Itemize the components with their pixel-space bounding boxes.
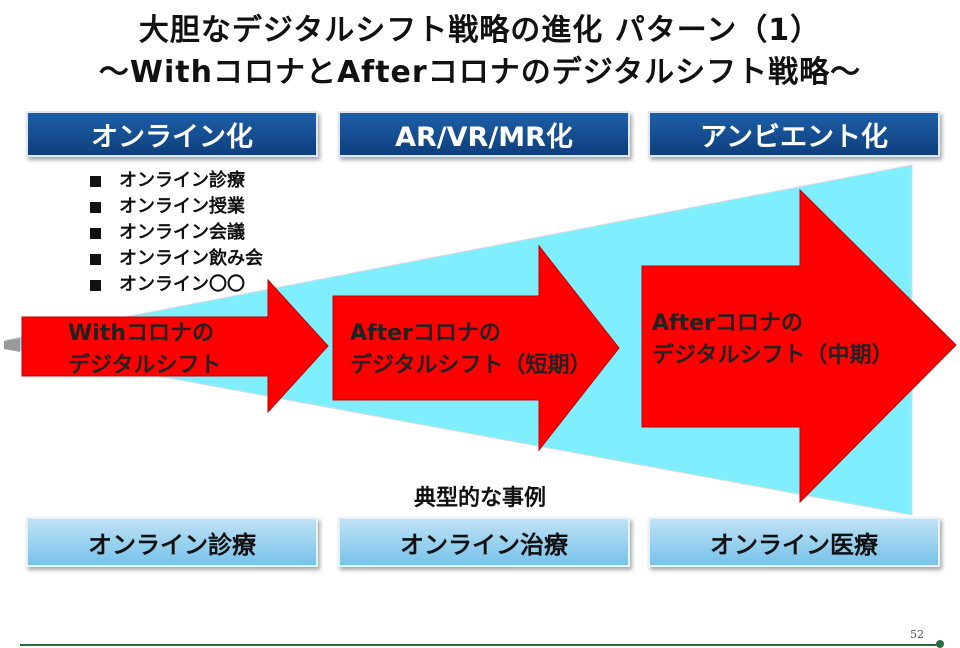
- page-number: 52: [910, 628, 924, 641]
- list-item-label: オンライン〇〇: [119, 274, 245, 295]
- arrow-label-line1: Afterコロナの: [350, 321, 501, 346]
- wedge-tip-shadow: [4, 338, 20, 352]
- arrow-with-corona: [21, 278, 329, 414]
- square-bullet-icon: [90, 175, 101, 187]
- example-label: オンライン治療: [400, 530, 568, 559]
- header-online: オンライン化: [26, 111, 318, 157]
- arrow-with-corona-label: Withコロナの デジタルシフト: [68, 318, 222, 382]
- header-ar-vr-mr: AR/VR/MR化: [338, 111, 630, 157]
- square-bullet-icon: [90, 201, 101, 213]
- online-items-list: オンライン診療 オンライン授業 オンライン会議 オンライン飲み会 オンライン〇〇: [90, 168, 263, 298]
- header-ambient: アンビエント化: [648, 111, 940, 157]
- list-item: オンライン診療: [90, 168, 263, 194]
- arrow-after-corona-mid: [641, 188, 957, 504]
- header-online-label: オンライン化: [91, 121, 253, 153]
- list-item-label: オンライン診療: [119, 170, 245, 191]
- list-item-label: オンライン会議: [119, 222, 245, 243]
- example-label: オンライン医療: [710, 530, 878, 559]
- examples-caption: 典型的な事例: [413, 486, 546, 511]
- arrow-after-corona-mid-label: Afterコロナの デジタルシフト（中期）: [652, 308, 894, 372]
- list-item: オンライン〇〇: [90, 272, 263, 298]
- arrow-label-line2: デジタルシフト: [68, 353, 222, 378]
- example-online-medicine: オンライン医療: [648, 517, 940, 567]
- arrow-label-line1: Withコロナの: [68, 321, 214, 346]
- arrow-label-line2: デジタルシフト（中期）: [652, 343, 894, 368]
- example-online-treatment: オンライン治療: [338, 517, 630, 567]
- arrow-after-corona-short: [332, 244, 620, 452]
- square-bullet-icon: [90, 227, 101, 239]
- list-item-label: オンライン授業: [119, 196, 245, 217]
- square-bullet-icon: [90, 253, 101, 265]
- arrow-label-line2: デジタルシフト（短期）: [350, 353, 592, 378]
- page-title-line1: 大胆なデジタルシフト戦略の進化 パターン（1）: [138, 13, 822, 48]
- footer-divider: [20, 644, 940, 646]
- arrow-label-line1: Afterコロナの: [652, 311, 803, 336]
- footer-dot-icon: [936, 640, 944, 648]
- header-ar-vr-mr-label: AR/VR/MR化: [395, 121, 573, 153]
- arrow-after-corona-short-label: Afterコロナの デジタルシフト（短期）: [350, 318, 592, 382]
- page-subtitle: 〜WithコロナとAfterコロナのデジタルシフト戦略〜: [98, 55, 862, 90]
- example-online-consultation: オンライン診療: [26, 517, 318, 567]
- list-item: オンライン授業: [90, 194, 263, 220]
- list-item: オンライン会議: [90, 220, 263, 246]
- list-item-label: オンライン飲み会: [119, 248, 263, 269]
- example-label: オンライン診療: [88, 530, 256, 559]
- list-item: オンライン飲み会: [90, 246, 263, 272]
- square-bullet-icon: [90, 279, 101, 291]
- header-ambient-label: アンビエント化: [700, 121, 888, 153]
